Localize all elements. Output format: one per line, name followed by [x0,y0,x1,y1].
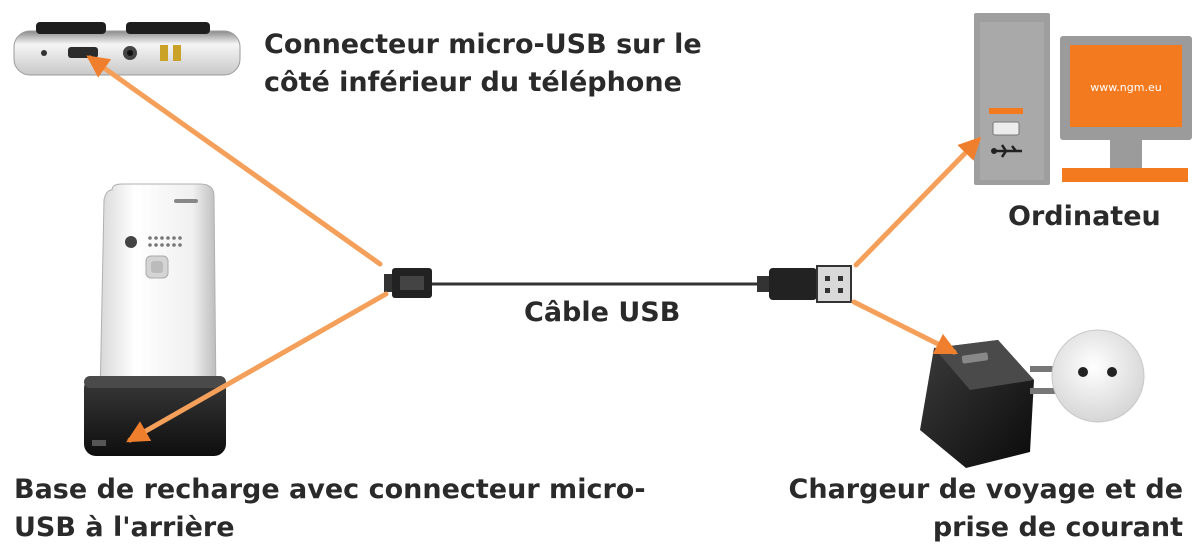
arrow-to-cradle [126,291,389,443]
cradle-label-line-2: USB à l'arrière [14,512,235,543]
phone-connector-label: Connecteur micro-USB sur le côté inférie… [264,26,702,102]
charger-label-line-2: prise de courant [932,512,1183,543]
desktop-computer-icon: www.ngm.eu [974,13,1192,185]
phone-back-icon [99,183,217,401]
arrow-to-computer [853,136,982,268]
charger-label-line-1: Chargeur de voyage et de [788,474,1183,505]
phone-connector-label-line-2: côté inférieur du téléphone [264,67,682,98]
arrow-to-charger [851,299,959,355]
phone-bottom-edge-icon [13,22,241,76]
arrow-to-phone-connector [86,55,383,267]
cradle-label: Base de recharge avec connecteur micro- … [14,471,646,547]
cable-label: Câble USB [524,297,681,328]
travel-charger-icon [920,340,1056,468]
computer-label: Ordinateu [1008,201,1161,232]
charging-cradle-icon [84,376,226,456]
usb-cable-icon [384,265,852,303]
charger-label: Chargeur de voyage et de prise de couran… [789,471,1183,547]
monitor-url: www.ngm.eu [1090,81,1161,94]
wall-socket-icon [1051,329,1145,423]
phone-connector-label-line-1: Connecteur micro-USB sur le [264,29,702,60]
cradle-label-line-1: Base de recharge avec connecteur micro- [14,474,646,505]
